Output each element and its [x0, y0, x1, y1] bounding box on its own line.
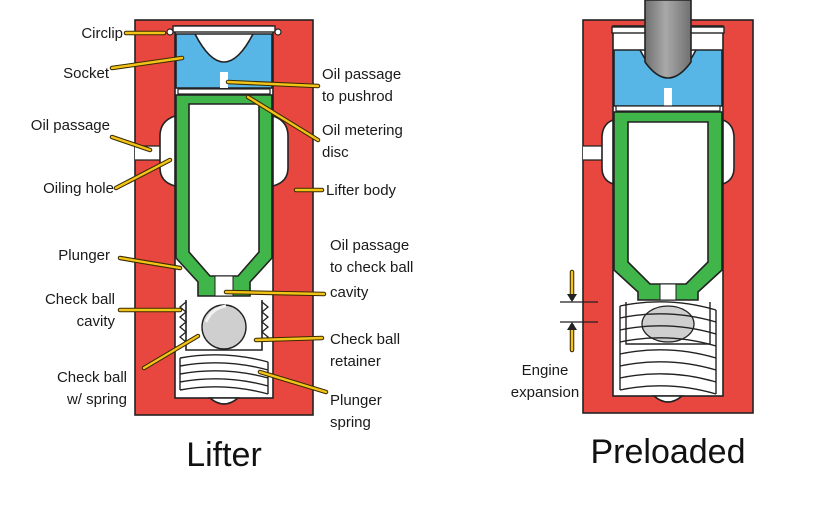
- label-check-ball-retainer-2: retainer: [330, 353, 381, 370]
- preloaded-plunger: [613, 111, 723, 301]
- label-oil-passage-pushrod-2: to pushrod: [322, 88, 393, 105]
- pushrod: [644, 0, 692, 79]
- label-engine-expansion-2: expansion: [511, 384, 579, 401]
- label-oil-passage: Oil passage: [31, 117, 110, 134]
- check-ball: [201, 304, 247, 350]
- label-plunger: Plunger: [58, 247, 110, 264]
- socket: [175, 33, 273, 89]
- preloaded-spring: [619, 301, 717, 395]
- preloaded-groove-right: [722, 118, 735, 186]
- title-lifter: Lifter: [186, 436, 262, 474]
- label-check-ball-cavity: Check ball: [45, 291, 115, 308]
- oil-passage-to-pushrod: [220, 72, 228, 88]
- engine-expansion-indicator: [560, 269, 598, 353]
- label-engine-expansion: Engine: [522, 362, 569, 379]
- labels-left: Circlip Socket Oil passage Oiling hole P…: [31, 25, 414, 431]
- label-oiling-hole: Oiling hole: [43, 180, 114, 197]
- label-oil-metering-disc-2: disc: [322, 144, 349, 161]
- circlip: [172, 25, 276, 33]
- label-check-ball-spring: Check ball: [57, 369, 127, 386]
- label-plunger-spring: Plunger: [330, 392, 382, 409]
- label-oil-metering-disc: Oil metering: [322, 122, 403, 139]
- label-oil-passage-check-3: cavity: [330, 284, 369, 301]
- oil-metering-disc: [177, 88, 271, 95]
- label-check-ball-spring-2: w/ spring: [66, 391, 127, 408]
- oil-groove-right: [272, 114, 289, 188]
- label-oil-passage-pushrod: Oil passage: [322, 66, 401, 83]
- check-ball-small-spring: [178, 301, 188, 343]
- title-preloaded: Preloaded: [590, 433, 745, 471]
- label-circlip: Circlip: [81, 25, 123, 42]
- label-oil-passage-check: Oil passage: [330, 237, 409, 254]
- leader-lines-left: [109, 30, 329, 395]
- label-check-ball-cavity-2: cavity: [77, 313, 116, 330]
- preloaded-assembly: [560, 0, 754, 414]
- check-ball-retainer: [185, 300, 263, 351]
- label-lifter-body: Lifter body: [326, 182, 397, 199]
- label-oil-passage-check-2: to check ball: [330, 259, 413, 276]
- label-check-ball-retainer: Check ball: [330, 331, 400, 348]
- lifter-bottom-hole: [207, 397, 241, 405]
- label-socket: Socket: [63, 65, 110, 82]
- plunger-spring: [179, 354, 269, 395]
- oil-groove-left: [159, 114, 176, 188]
- label-plunger-spring-2: spring: [330, 414, 371, 431]
- preloaded-bottom-hole: [651, 395, 685, 403]
- preloaded-groove-left: [601, 118, 614, 186]
